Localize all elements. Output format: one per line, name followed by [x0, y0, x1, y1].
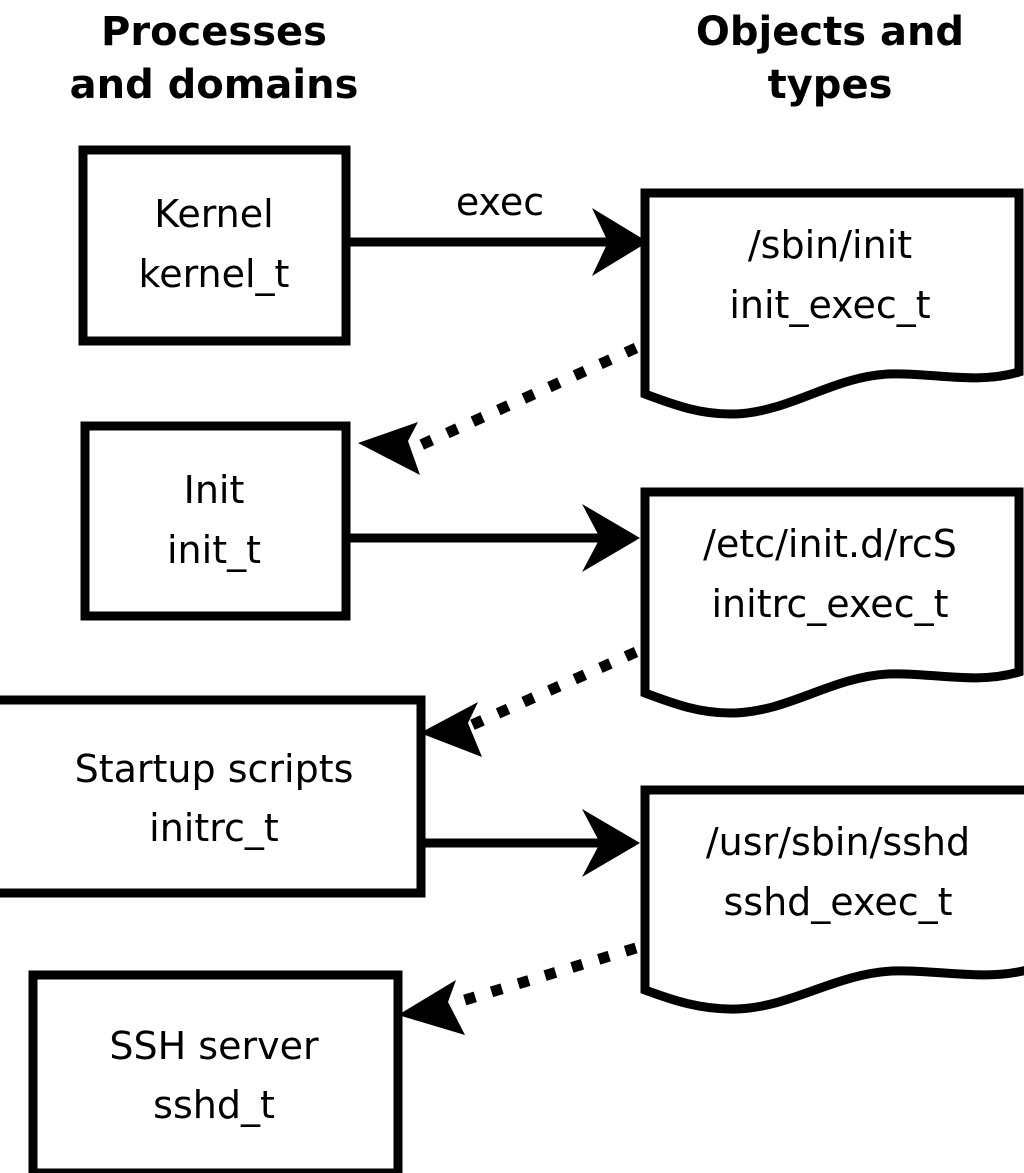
arrowhead-sshd_exec-to-sshd	[398, 980, 465, 1035]
node-initrc-line1: Startup scripts	[75, 747, 354, 791]
node-sshd-line1: SSH server	[109, 1024, 319, 1068]
node-init_exec-document-shape[interactable]	[640, 188, 1024, 419]
edge-label-exec: exec	[456, 180, 544, 224]
node-kernel-line1: Kernel	[154, 192, 273, 236]
arrowhead-kernel-exec	[592, 208, 648, 276]
node-init_exec-line1: /sbin/init	[748, 223, 912, 267]
node-init[interactable]: Init init_t	[80, 421, 351, 621]
node-initrc_exec[interactable]: /etc/init.d/rcS initrc_exec_t	[640, 487, 1024, 718]
arrowhead-initrc-exec	[582, 809, 640, 877]
edge-sshd_exec-to-sshd	[398, 942, 638, 1035]
column-header-objects-line2: types	[768, 62, 893, 108]
edge-line-init_exec-to-init	[409, 342, 639, 455]
arrowhead-init-exec	[582, 504, 640, 572]
node-initrc-line2: initrc_t	[149, 806, 279, 850]
node-init_exec[interactable]: /sbin/init init_exec_t	[640, 188, 1024, 419]
node-init-box[interactable]	[80, 421, 351, 621]
node-sshd[interactable]: SSH server sshd_t	[28, 970, 403, 1173]
column-header-objects: Objects and types	[696, 9, 964, 108]
node-initrc[interactable]: Startup scripts initrc_t	[0, 695, 426, 898]
node-initrc_exec-line1: /etc/init.d/rcS	[703, 522, 957, 566]
node-initrc-box[interactable]	[0, 695, 426, 898]
node-sshd_exec-line2: sshd_exec_t	[723, 880, 952, 924]
node-kernel-box[interactable]	[78, 145, 351, 346]
node-sshd_exec-line1: /usr/sbin/sshd	[706, 820, 970, 864]
edge-line-sshd_exec-to-sshd	[453, 942, 638, 1009]
edge-line-initrc_exec-to-initrc	[469, 646, 639, 731]
edge-init-exec-initrc_exec	[350, 504, 640, 572]
node-sshd-line2: sshd_t	[153, 1083, 275, 1127]
edge-initrc-exec-sshd_exec	[425, 809, 640, 877]
column-header-objects-line1: Objects and	[696, 9, 964, 55]
column-header-processes-line2: and domains	[70, 62, 359, 108]
node-sshd-box[interactable]	[28, 970, 403, 1173]
arrowhead-init_exec-to-init	[358, 422, 420, 475]
node-initrc_exec-line2: initrc_exec_t	[712, 582, 949, 626]
column-header-processes: Processes and domains	[70, 9, 359, 108]
edge-initrc_exec-to-initrc	[420, 646, 639, 757]
node-init-line2: init_t	[167, 528, 261, 572]
node-sshd_exec[interactable]: /usr/sbin/sshd sshd_exec_t	[640, 785, 1024, 1014]
arrowhead-initrc_exec-to-initrc	[420, 702, 482, 757]
node-init_exec-line2: init_exec_t	[729, 283, 930, 327]
node-sshd_exec-document-shape[interactable]	[640, 785, 1024, 1014]
edge-init_exec-to-init	[358, 342, 639, 475]
node-initrc_exec-document-shape[interactable]	[640, 487, 1024, 718]
node-init-line1: Init	[184, 468, 245, 512]
node-kernel[interactable]: Kernel kernel_t	[78, 145, 351, 346]
node-kernel-line2: kernel_t	[139, 252, 290, 296]
column-header-processes-line1: Processes	[101, 9, 327, 55]
edge-kernel-exec-init_exec: exec	[350, 180, 648, 276]
